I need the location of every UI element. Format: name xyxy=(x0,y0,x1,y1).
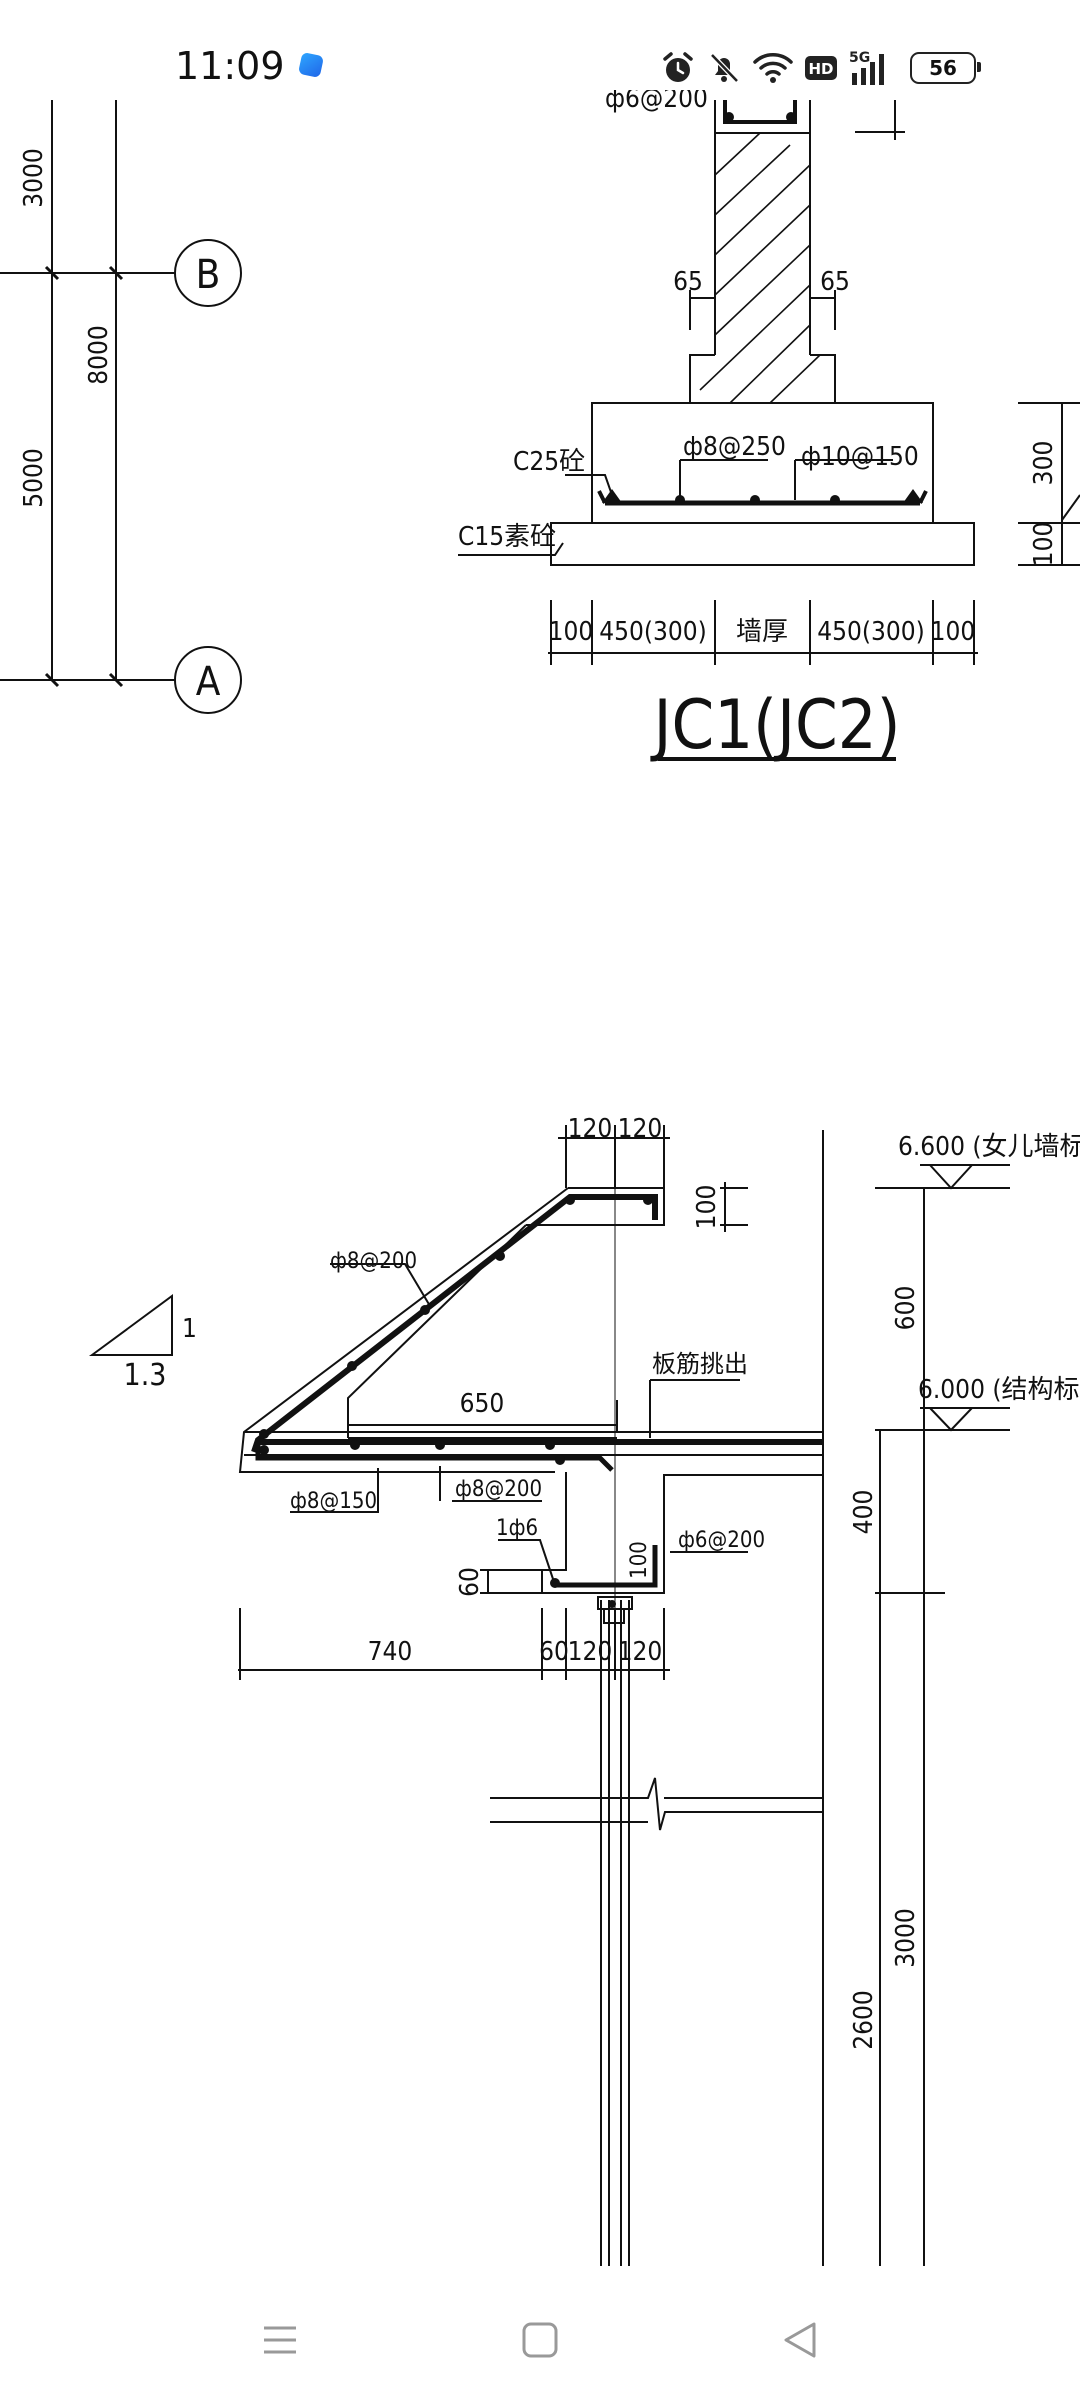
wifi-icon xyxy=(753,53,793,83)
dim-top-120-a: 120 xyxy=(568,1114,613,1144)
signal-label: 5G xyxy=(849,50,870,66)
dim-650: 650 xyxy=(460,1389,505,1419)
axis-dim-5000: 5000 xyxy=(19,448,49,508)
dim-top-120-b: 120 xyxy=(618,1114,663,1144)
menu-icon xyxy=(264,2326,296,2354)
section-title: JC1(JC2) xyxy=(649,686,900,765)
axis-label-a: A xyxy=(196,659,221,705)
bottom-dim-120-a: 120 xyxy=(568,1637,613,1667)
clock: 11:09 xyxy=(175,44,285,88)
dim-60: 60 xyxy=(455,1567,485,1597)
concrete-c15-label: C15素砼 xyxy=(458,522,556,552)
back-button[interactable] xyxy=(770,2310,830,2370)
navigation-bar xyxy=(0,2280,1080,2400)
axis-dim-8000: 8000 xyxy=(84,325,114,385)
dim-2600: 2600 xyxy=(849,1990,879,2050)
bottom-dim-740: 740 xyxy=(368,1637,413,1667)
rebar-8-150-label: ф8@150 xyxy=(290,1489,377,1514)
rebar-1-6-label: 1ф6 xyxy=(496,1516,538,1541)
rebar-8-250-label: ф8@250 xyxy=(683,432,786,462)
hd-label: HD xyxy=(808,60,833,78)
dim-400: 400 xyxy=(849,1490,879,1535)
mute-icon xyxy=(710,53,739,83)
status-bar: 11:09 HD 5G xyxy=(0,0,1080,110)
slope-1-3: 1.3 xyxy=(124,1358,167,1393)
bottom-dim-120-b: 120 xyxy=(618,1637,663,1667)
elevation-6000: 6.000 (结构标 xyxy=(918,1375,1080,1405)
rebar-8-200b-label: ф8@200 xyxy=(455,1477,542,1502)
rebar-6-200-label: ф6@200 xyxy=(678,1528,765,1553)
slope-1: 1 xyxy=(182,1314,197,1344)
axis-label-b: B xyxy=(196,252,221,298)
rebar-10-150-label: ф10@150 xyxy=(801,442,919,472)
dim-right-100: 100 xyxy=(1029,522,1059,567)
home-icon xyxy=(522,2322,558,2358)
dim-100-small: 100 xyxy=(627,1541,652,1579)
menu-button[interactable] xyxy=(250,2310,310,2370)
axis-dim-3000: 3000 xyxy=(19,148,49,208)
note-slab-rebar: 板筋挑出 xyxy=(652,1350,748,1378)
back-icon xyxy=(784,2322,816,2358)
bottom-dim-100-left: 100 xyxy=(549,617,594,647)
bottom-dim-wall: 墙厚 xyxy=(736,617,788,647)
bottom-dim-450-right: 450(300) xyxy=(817,617,925,647)
rebar-6-200-top: ф6@200 xyxy=(605,90,708,114)
dim-3000: 3000 xyxy=(891,1908,921,1968)
bottom-dim-60: 60 xyxy=(539,1637,569,1667)
battery-level: 56 xyxy=(929,56,957,80)
dim-100: 100 xyxy=(692,1185,722,1230)
alarm-icon xyxy=(663,52,693,82)
battery-icon: 56 xyxy=(910,52,981,84)
cad-drawing[interactable]: 3000 8000 5000 B A ф6@200 65 65 C25砼 C15… xyxy=(0,90,1080,2280)
rebar-8-200-label: ф8@200 xyxy=(330,1249,417,1274)
dim-65-right: 65 xyxy=(820,267,850,297)
elevation-6600: 6.600 (女儿墙标 xyxy=(898,1132,1080,1162)
hd-icon: HD xyxy=(805,56,837,80)
home-button[interactable] xyxy=(510,2310,570,2370)
dim-65-left: 65 xyxy=(673,267,703,297)
signal-5g-icon: 5G xyxy=(849,50,884,85)
dim-600: 600 xyxy=(891,1286,921,1331)
concrete-c25-label: C25砼 xyxy=(513,447,585,477)
dim-right-300: 300 xyxy=(1029,441,1059,486)
status-icons: HD 5G 56 xyxy=(660,46,981,90)
bottom-dim-100-right: 100 xyxy=(931,617,976,647)
bottom-dim-450-left: 450(300) xyxy=(599,617,707,647)
app-notification-icon xyxy=(297,51,325,79)
